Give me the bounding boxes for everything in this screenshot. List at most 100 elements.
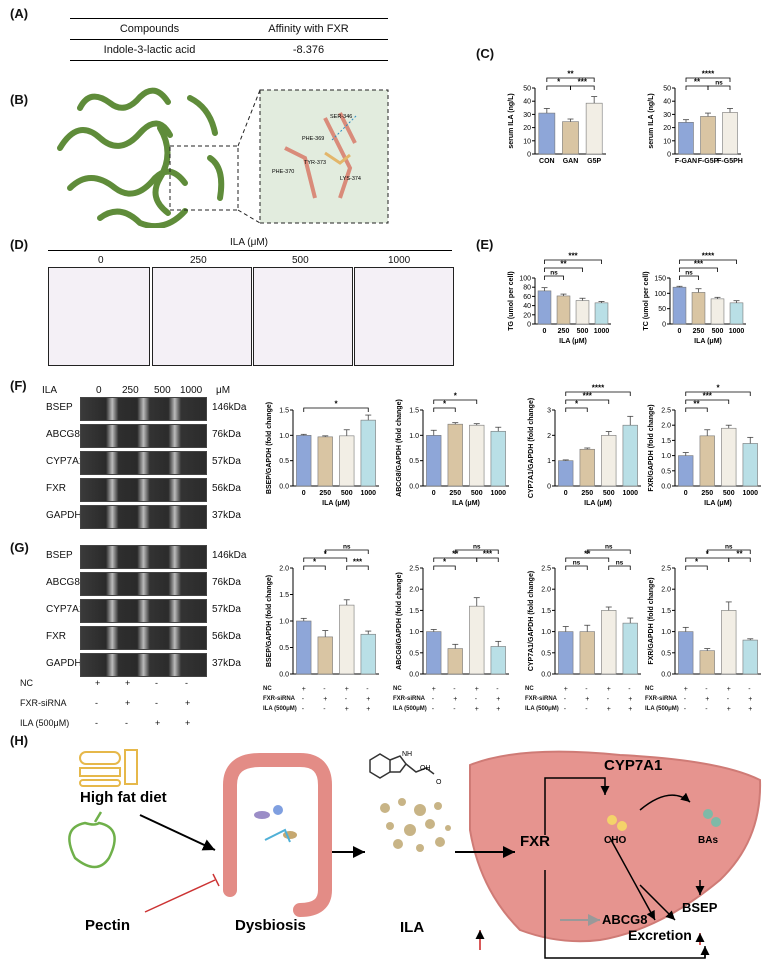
significance-bracket: [454, 549, 499, 554]
y-axis-label: FXR/GAPDH (fold change): [648, 404, 655, 491]
x-tick-label: 500: [577, 328, 589, 335]
blotF-blot-band: [80, 451, 207, 475]
bar: [558, 631, 574, 675]
significance-bracket: [685, 77, 731, 82]
condition-sign: +: [606, 706, 611, 713]
condition-row-label: ILA (500μM): [393, 706, 427, 712]
y-axis-label: serum ILA (ng/L): [508, 93, 515, 148]
blotF-protein-label: GAPDH: [46, 510, 82, 521]
label-excretion: Excretion: [628, 927, 692, 943]
table-row: Indole-3-lactic acid -8.376: [70, 40, 388, 61]
significance-bracket: [565, 391, 631, 396]
significance-label: *: [443, 558, 447, 567]
x-tick-label: F-GAN: [675, 158, 697, 165]
y-tick-label: 2.0: [279, 566, 289, 573]
blotG-condition-sign: +: [155, 718, 161, 728]
table-cell-affinity: -8.376: [292, 44, 325, 56]
significance-bracket: [433, 565, 456, 570]
blotG-condition-label: FXR-siRNA: [20, 698, 67, 708]
bar: [742, 639, 758, 675]
bar: [622, 622, 638, 675]
mol-o: O: [436, 779, 442, 786]
y-tick-label: 2.5: [661, 408, 671, 415]
significance-bracket: [608, 565, 631, 570]
condition-sign: +: [453, 696, 458, 703]
mol-oh: OH: [420, 765, 431, 772]
condition-sign: +: [431, 686, 436, 693]
dose-label-1000: 1000: [388, 255, 411, 266]
condition-sign: +: [323, 696, 328, 703]
significance-label: ***: [483, 550, 493, 559]
bar: [699, 435, 715, 487]
significance-label: *: [454, 392, 458, 401]
y-tick-label: 0.0: [541, 672, 551, 679]
condition-sign: +: [726, 706, 731, 713]
bar: [562, 121, 579, 155]
f-dose-0: 0: [96, 385, 102, 396]
x-tick-label: 500: [712, 328, 724, 335]
bar: [558, 460, 574, 487]
x-tick-label: 250: [558, 328, 570, 335]
x-tick-label: G5P: [587, 158, 601, 165]
y-tick-label: 0.5: [661, 650, 671, 657]
blotF-size-label: 146kDa: [212, 402, 247, 413]
bar: [699, 650, 715, 675]
residue-label-phe369: PHE-369: [302, 136, 324, 142]
x-axis-label: ILA (μM): [584, 500, 612, 507]
significance-bracket: [685, 85, 709, 90]
blotG-size-label: 57kDa: [212, 604, 241, 615]
y-tick-label: 0: [662, 322, 666, 329]
condition-sign: +: [628, 696, 633, 703]
significance-label: ***: [568, 252, 578, 261]
x-tick-label: 1000: [622, 490, 638, 497]
significance-bracket: [565, 557, 610, 562]
blotF-size-label: 76kDa: [212, 429, 241, 440]
condition-row-label: NC: [525, 686, 534, 692]
bar: [426, 631, 442, 675]
significance-label: ns: [715, 80, 723, 87]
condition-sign: +: [563, 686, 568, 693]
blotG-condition-sign: +: [125, 698, 131, 708]
significance-bracket: [565, 565, 588, 570]
condition-sign: -: [585, 706, 588, 713]
y-tick-label: 1.5: [279, 408, 289, 415]
significance-bracket: [544, 275, 564, 280]
blotG-condition-sign: -: [155, 698, 158, 708]
condition-sign: -: [606, 696, 610, 703]
y-tick-label: 2.5: [541, 566, 551, 573]
significance-bracket: [728, 557, 751, 562]
significance-label: ns: [685, 270, 693, 277]
blotG-condition-sign: +: [185, 698, 191, 708]
blotF-blot-band: [80, 424, 207, 448]
y-axis-label: BSEP/GAPDH (fold change): [266, 402, 273, 494]
y-tick-label: 0.5: [279, 458, 289, 465]
blotG-protein-label: FXR: [46, 631, 66, 642]
dose-label-500: 500: [292, 255, 309, 266]
f-dose-250: 250: [122, 385, 139, 396]
docking-structure-image: SER-346 PHE-369 PHE-370 TYR-373 LYS-374: [57, 87, 389, 228]
x-tick-label: 500: [471, 490, 483, 497]
micrograph-500: [253, 267, 353, 366]
blotG-blot-band: [80, 572, 207, 596]
significance-bracket: [570, 85, 595, 90]
y-tick-label: 1.5: [661, 608, 671, 615]
condition-sign: -: [683, 696, 687, 703]
y-tick-label: 80: [523, 285, 531, 292]
significance-bracket: [544, 259, 602, 264]
panel-label-c: (C): [476, 46, 495, 61]
x-axis-label: ILA (μM): [694, 338, 722, 345]
bar: [722, 112, 738, 155]
microbes-icon: [254, 805, 297, 843]
y-tick-label: 20: [663, 125, 671, 132]
x-tick-label: 500: [723, 490, 735, 497]
y-tick-label: 2.0: [661, 587, 671, 594]
mechanism-schematic: NH OH O High fat diet Pectin Dysbiosis I…: [68, 749, 762, 959]
condition-sign: -: [496, 686, 499, 693]
y-tick-label: 2: [547, 433, 551, 440]
x-axis-label: ILA (μM): [704, 500, 732, 507]
